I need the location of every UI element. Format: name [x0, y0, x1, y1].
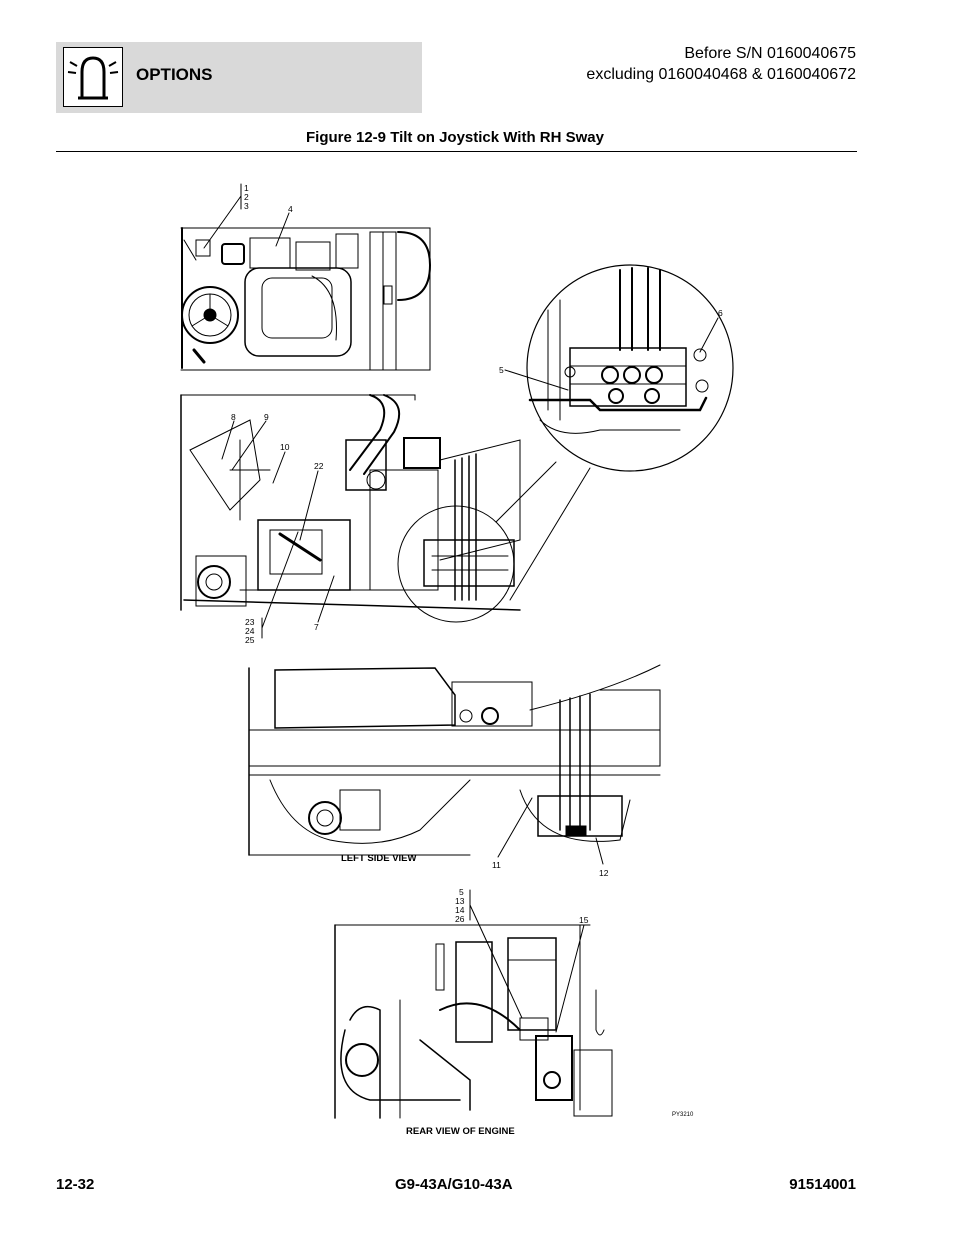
serial-line-1: Before S/N 0160040675 [684, 45, 856, 62]
left-side-view [248, 664, 661, 856]
header-rule [56, 151, 857, 152]
callout-5-rear: 5 [459, 887, 464, 897]
rear-view-label: REAR VIEW OF ENGINE [406, 1126, 515, 1137]
detail-circle-small [397, 505, 515, 623]
callout-4: 4 [288, 204, 293, 214]
truck-side-view [180, 394, 521, 611]
callout-22: 22 [314, 461, 324, 471]
callout-26: 26 [455, 914, 465, 924]
document-number: 91514001 [789, 1176, 856, 1193]
page-number: 12-32 [56, 1176, 95, 1193]
callout-15: 15 [579, 915, 589, 925]
figure-title: Figure 12-9 Tilt on Joystick With RH Swa… [306, 129, 604, 146]
detail-leader-line [495, 461, 557, 523]
callout-3: 3 [244, 201, 249, 211]
callout-1: 1 [244, 183, 249, 193]
callout-24: 24 [245, 626, 255, 636]
lamp-warning-icon [63, 47, 123, 107]
cab-top-view [180, 227, 432, 371]
left-side-view-label: LEFT SIDE VIEW [341, 853, 417, 864]
callout-23: 23 [245, 617, 255, 627]
callout-10: 10 [280, 442, 290, 452]
callout-13: 13 [455, 896, 465, 906]
callout-6: 6 [718, 308, 723, 318]
callout-9: 9 [264, 412, 269, 422]
detail-leader-line-2 [509, 467, 591, 601]
drawing-id: PY3210 [672, 1112, 694, 1118]
serial-line-2: excluding 0160040468 & 0160040672 [586, 66, 856, 83]
callout-numbers: 1 2 3 4 5 6 8 9 10 22 23 24 25 7 11 12 5… [231, 183, 723, 925]
callout-5: 5 [499, 365, 504, 375]
model-number: G9-43A/G10-43A [395, 1176, 513, 1193]
callout-8: 8 [231, 412, 236, 422]
callout-25: 25 [245, 635, 255, 645]
valve-detail-view [526, 264, 734, 472]
serial-range: Before S/N 0160040675 excluding 01600404… [586, 43, 856, 85]
engine-rear-view [334, 924, 613, 1119]
callout-2: 2 [244, 192, 249, 202]
callout-11: 11 [492, 860, 501, 870]
callout-7: 7 [314, 622, 319, 632]
callout-14: 14 [455, 905, 465, 915]
section-title: OPTIONS [136, 65, 213, 84]
callout-leaders [203, 183, 719, 1033]
callout-12: 12 [599, 868, 609, 878]
